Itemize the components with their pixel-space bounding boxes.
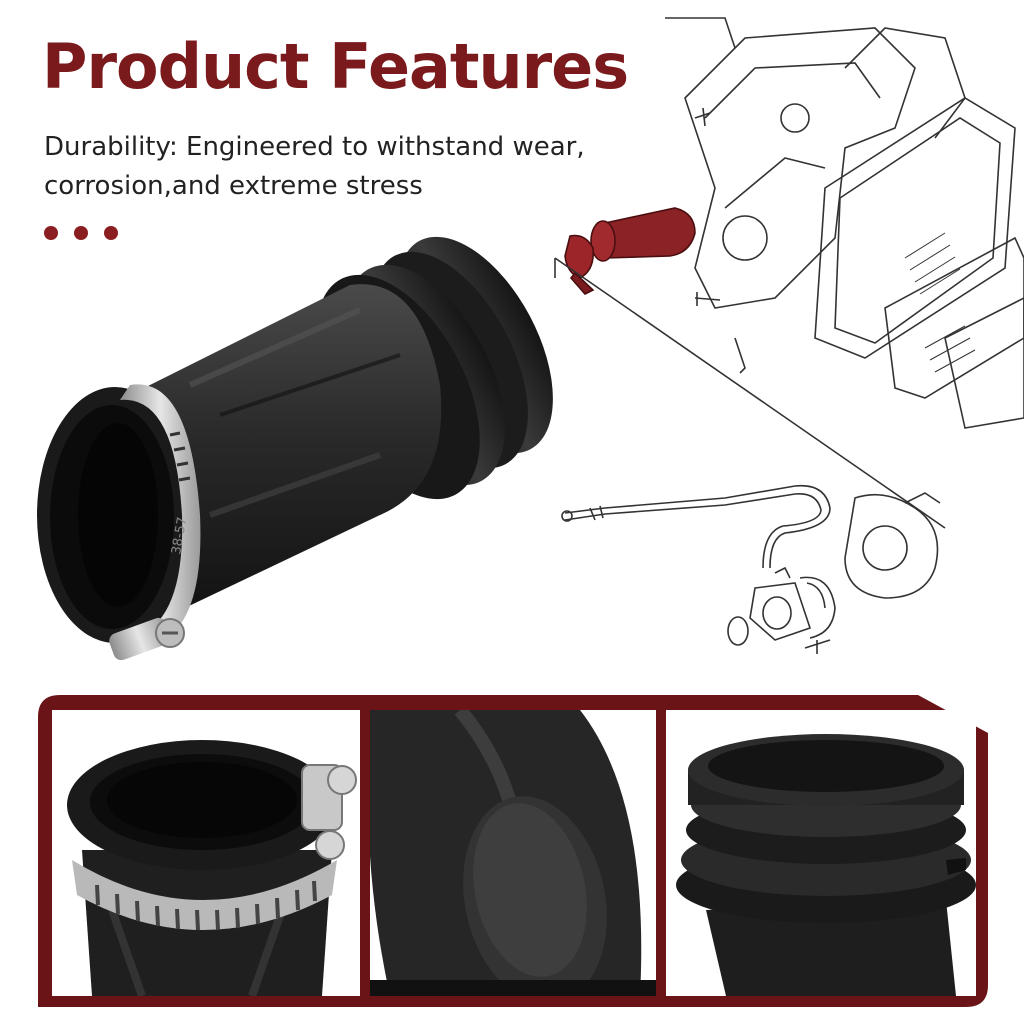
decorative-dots	[44, 226, 118, 240]
feature-description: Durability: Engineered to withstand wear…	[44, 132, 585, 201]
page-title: Product Features	[42, 30, 629, 103]
highlighted-intake-boot	[564, 207, 696, 295]
flange-closeup-icon	[676, 734, 976, 996]
hose-clamp-closeup-icon	[67, 740, 357, 996]
detail-panel-body	[370, 710, 656, 996]
dot	[44, 226, 58, 240]
clamp-marking: 38-57	[169, 516, 190, 556]
detail-panel-clamp	[52, 710, 360, 996]
intake-body-closeup-icon	[370, 710, 656, 996]
detail-panel-flange	[666, 710, 976, 996]
intake-boot-icon: 38-57	[37, 236, 553, 661]
dot	[104, 226, 118, 240]
intake-boot-image: 38-57	[20, 215, 580, 685]
dot	[74, 226, 88, 240]
exploded-parts-diagram	[545, 8, 1024, 678]
exploded-diagram-icon	[554, 17, 1024, 654]
